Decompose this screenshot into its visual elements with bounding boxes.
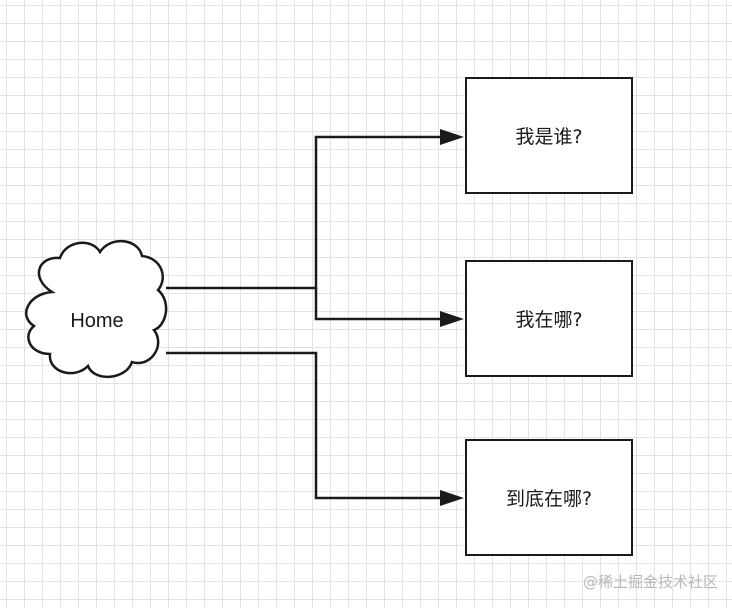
connector-to-where-exactly xyxy=(166,351,442,500)
arrowhead-who-am-i xyxy=(440,129,464,145)
node-where-exactly[interactable]: 到底在哪? xyxy=(465,439,633,556)
arrowhead-where-exactly xyxy=(440,490,464,506)
node-where-am-i-label: 我在哪? xyxy=(515,309,583,331)
home-cloud-shape[interactable] xyxy=(24,239,168,379)
node-who-am-i-label: 我是谁? xyxy=(515,126,583,148)
connector-to-who-am-i xyxy=(166,135,442,290)
arrowhead-where-am-i xyxy=(440,311,464,327)
watermark-text: @稀土掘金技术社区 xyxy=(582,573,718,591)
node-where-exactly-label: 到底在哪? xyxy=(505,488,593,510)
home-label: Home xyxy=(70,309,124,332)
node-where-am-i[interactable]: 我在哪? xyxy=(465,260,633,377)
connector-to-where-am-i xyxy=(314,288,442,321)
node-who-am-i[interactable]: 我是谁? xyxy=(465,77,633,194)
